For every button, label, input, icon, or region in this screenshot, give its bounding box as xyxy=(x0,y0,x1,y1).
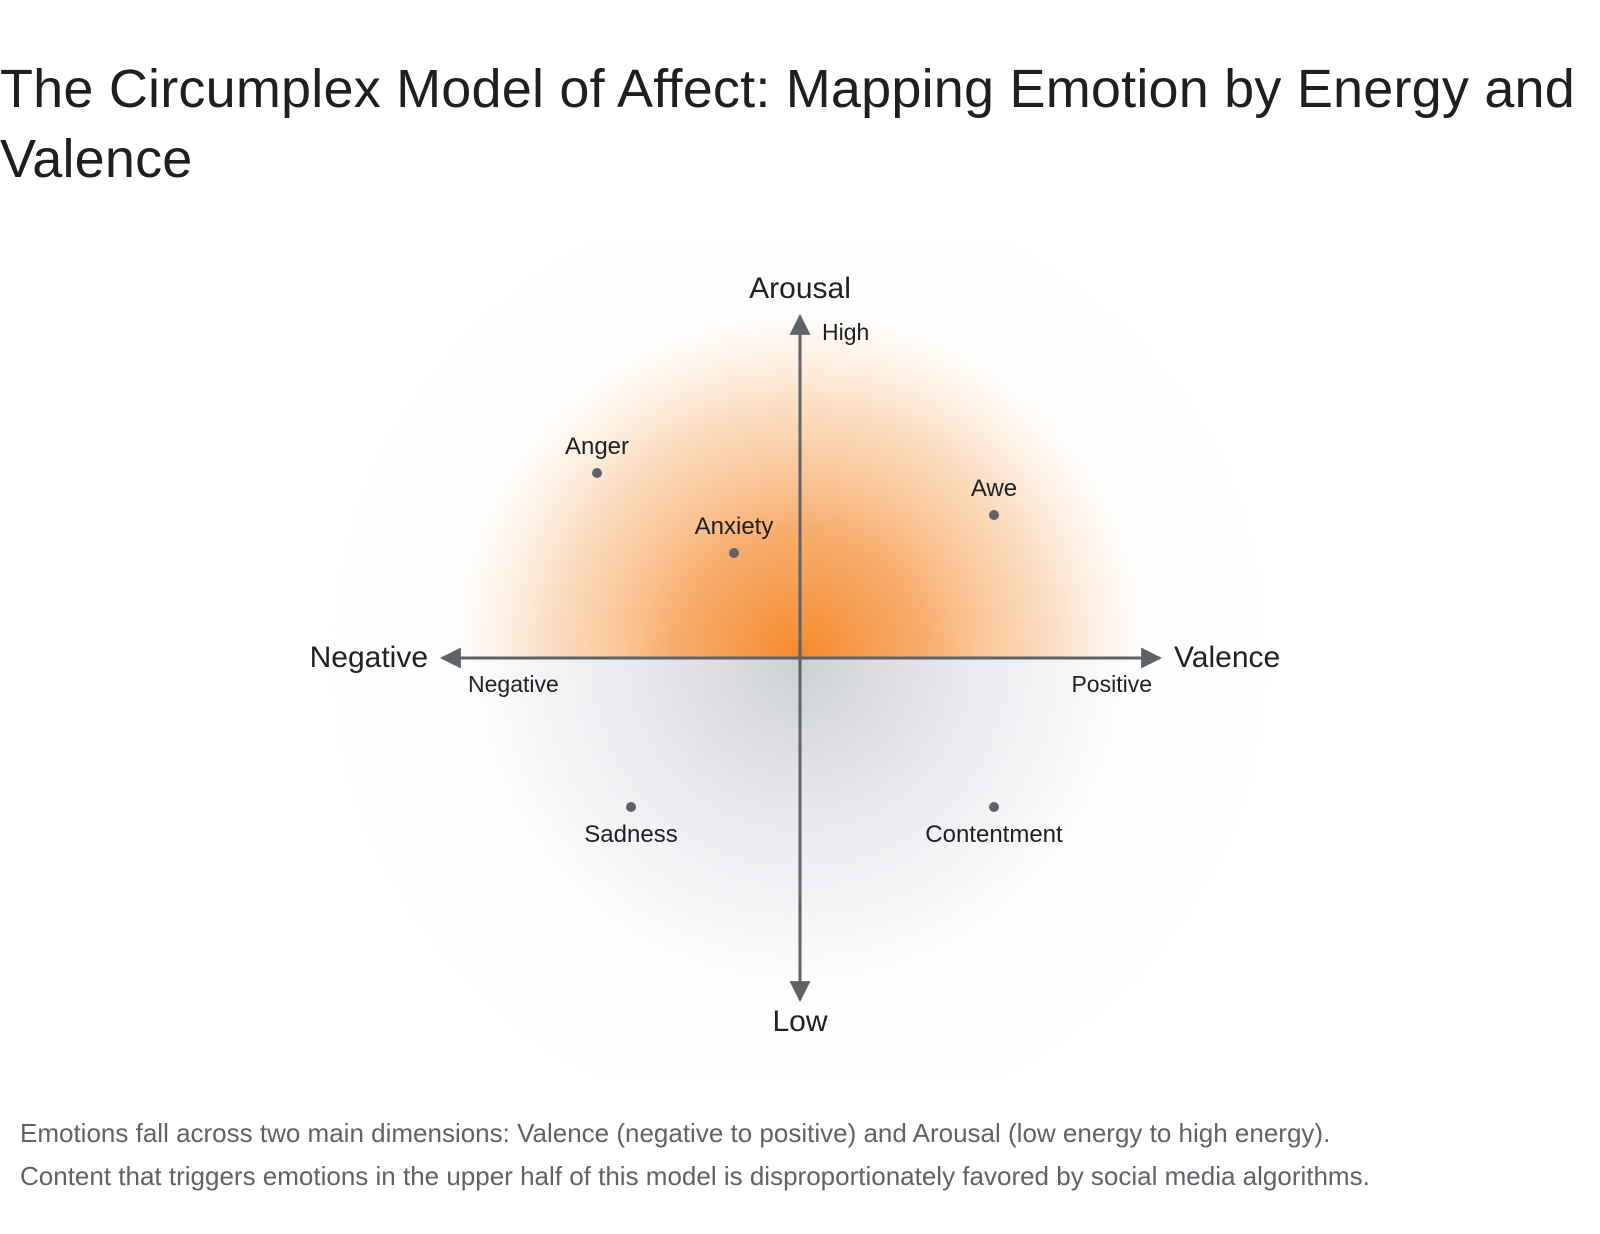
emotion-label: Anxiety xyxy=(695,513,774,540)
caption-line-2: Content that triggers emotions in the up… xyxy=(20,1161,1370,1191)
emotion-label: Anger xyxy=(565,433,629,460)
emotion-point xyxy=(989,510,999,520)
valence-axis-title: Valence xyxy=(1174,641,1280,674)
caption-line-1: Emotions fall across two main dimensions… xyxy=(20,1118,1331,1148)
emotion-anger: Anger xyxy=(565,433,629,478)
emotion-point xyxy=(626,802,636,812)
valence-negative-inner-label: Negative xyxy=(468,671,559,697)
arousal-axis-title: Arousal xyxy=(749,272,851,305)
figure-caption: Emotions fall across two main dimensions… xyxy=(20,1112,1590,1198)
emotion-label: Awe xyxy=(971,475,1017,502)
emotion-point xyxy=(729,548,739,558)
emotion-contentment: Contentment xyxy=(925,802,1063,848)
emotion-label: Sadness xyxy=(584,821,677,848)
arousal-high-label: High xyxy=(822,319,869,345)
circumplex-diagram: Arousal High Low Negative Valence Negati… xyxy=(0,240,1600,1080)
valence-negative-outer-label: Negative xyxy=(310,641,428,674)
circumplex-svg: Arousal High Low Negative Valence Negati… xyxy=(0,240,1600,1080)
valence-positive-label: Positive xyxy=(1071,671,1152,697)
emotion-awe: Awe xyxy=(971,475,1017,520)
arousal-low-label: Low xyxy=(772,1005,827,1038)
emotion-anxiety: Anxiety xyxy=(695,513,774,558)
emotion-label: Contentment xyxy=(925,821,1063,848)
page-title: The Circumplex Model of Affect: Mapping … xyxy=(0,59,1576,189)
emotion-point xyxy=(989,802,999,812)
emotion-point xyxy=(592,468,602,478)
emotion-sadness: Sadness xyxy=(584,802,678,848)
